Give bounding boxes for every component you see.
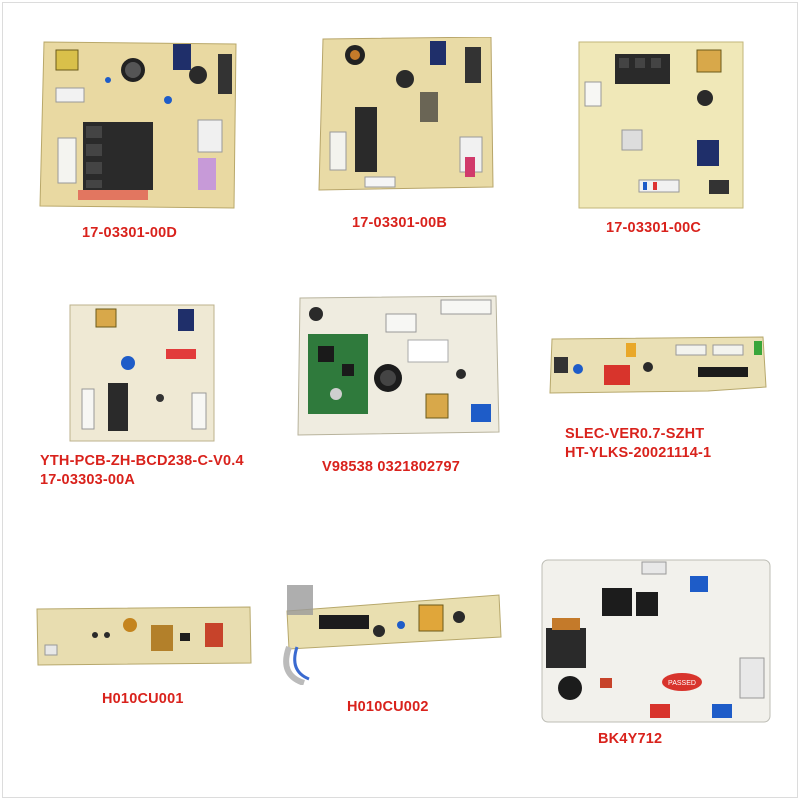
caption-h010cu001: H010CU001	[102, 691, 184, 707]
caption-slec: SLEC-VER0.7-SZHT	[565, 426, 705, 442]
caption-17-03301-00B: 17-03301-00B	[352, 215, 448, 231]
circuit-board-image-8	[279, 585, 504, 685]
circuit-board-image-7	[35, 605, 253, 667]
passed-stamp-text: PASSED	[668, 680, 696, 687]
caption-v98538: V98538 0321802797	[322, 459, 461, 475]
caption-yth-pcb: YTH-PCB-ZH-BCD238-C-V0.4	[40, 453, 244, 469]
caption-17-03303-00A: 17-03303-00A	[40, 472, 136, 488]
circuit-board-image-3	[577, 40, 745, 210]
circuit-board-image-4	[68, 303, 216, 443]
caption-ht-ylks: HT-YLKS-20021114-1	[565, 445, 712, 461]
caption-17-03301-00D: 17-03301-00D	[82, 225, 178, 241]
caption-17-03301-00C: 17-03301-00C	[606, 220, 702, 236]
caption-bk4y712: BK4Y712	[598, 731, 663, 747]
circuit-board-image-1	[38, 40, 238, 210]
circuit-board-image-5	[296, 294, 501, 437]
circuit-board-image-6	[548, 335, 768, 395]
caption-h010cu002: H010CU002	[347, 699, 429, 715]
circuit-board-image-2	[315, 37, 495, 192]
circuit-board-image-9: PASSED	[540, 558, 772, 724]
